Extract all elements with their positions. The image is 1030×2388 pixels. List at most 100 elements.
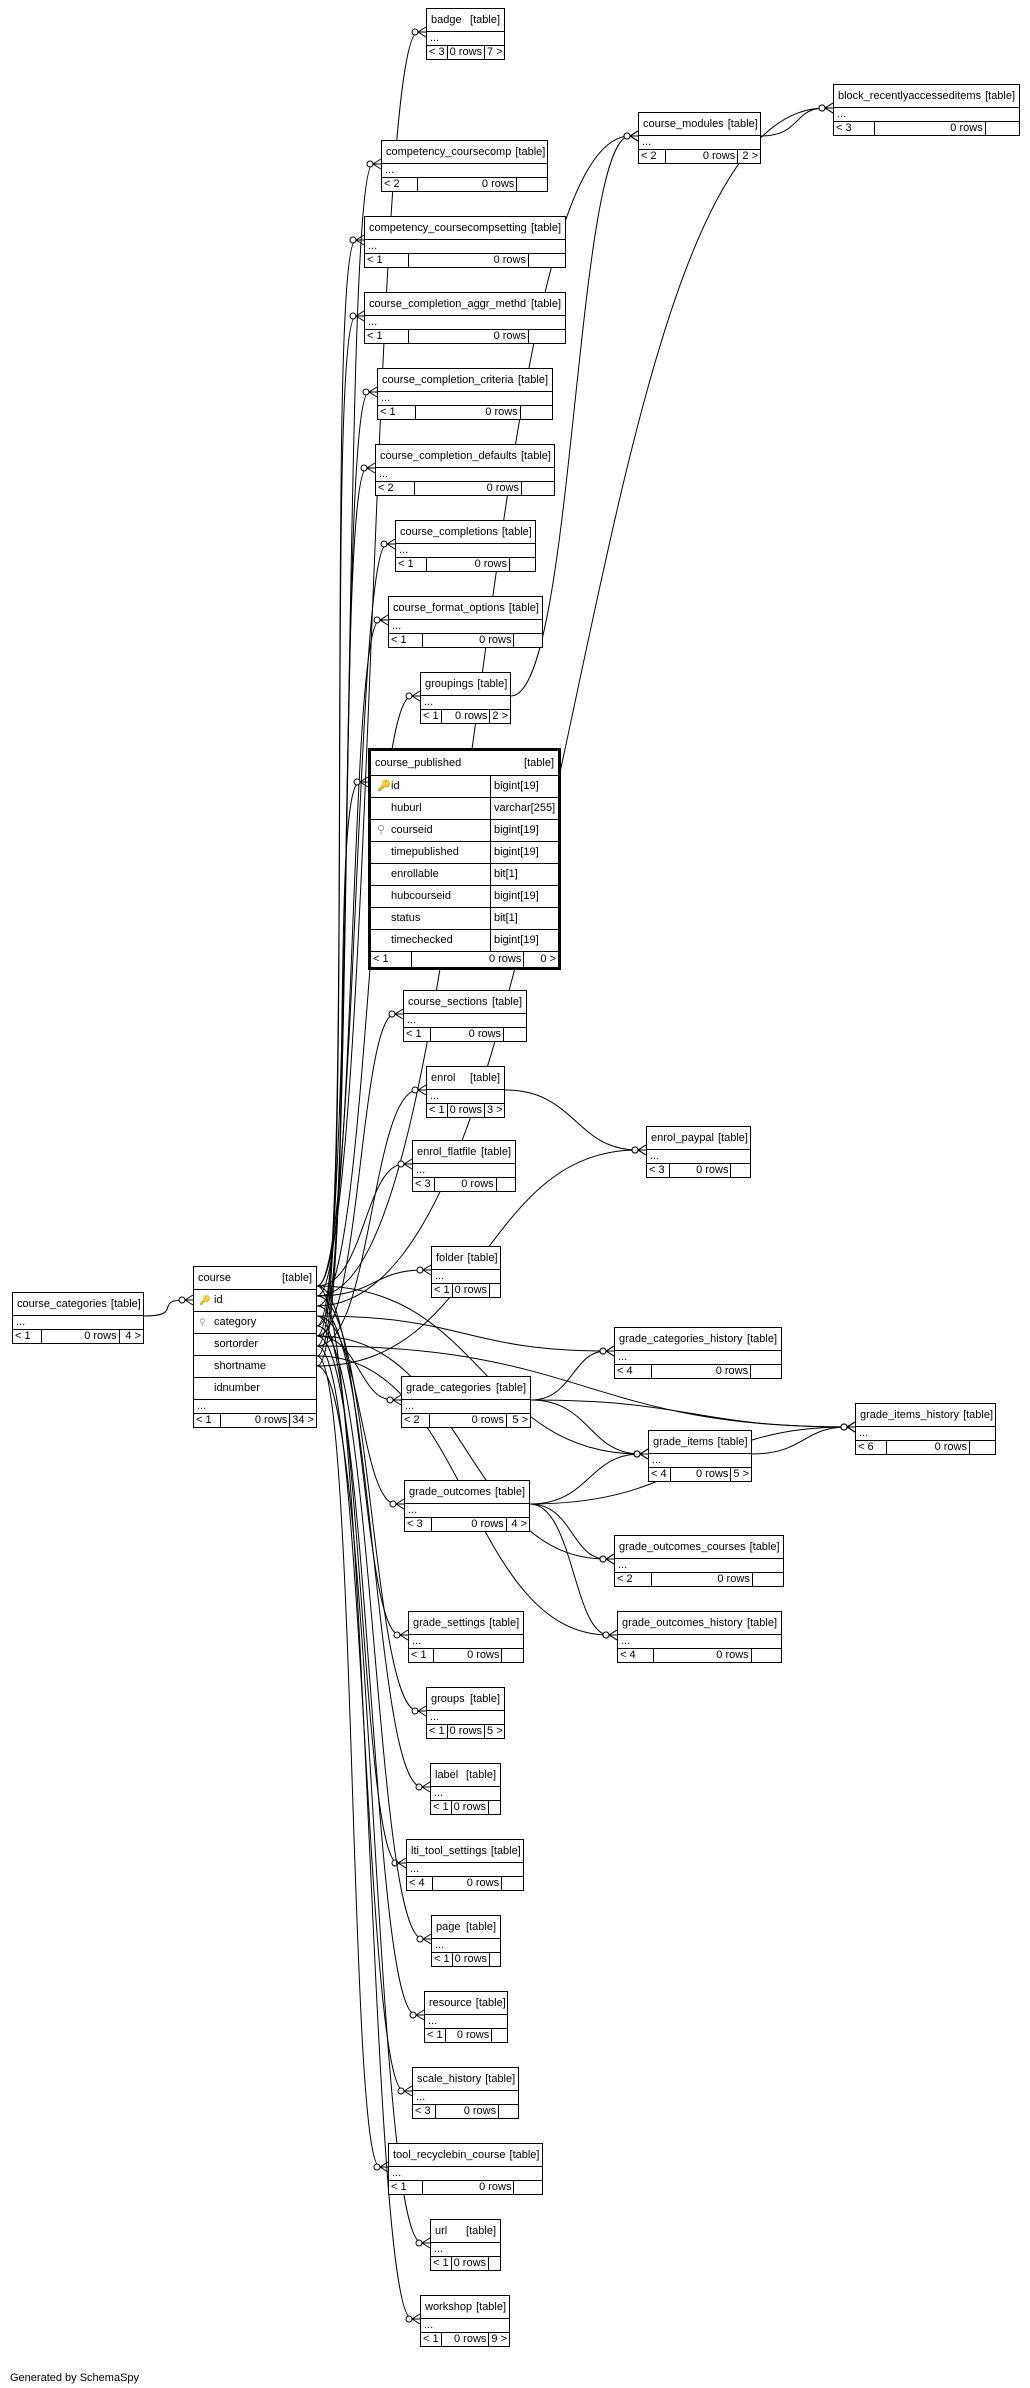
table-parent-count: < 2 bbox=[382, 178, 419, 191]
optional-marker bbox=[178, 1296, 186, 1304]
optional-marker bbox=[405, 692, 413, 700]
relationship-line bbox=[316, 1345, 405, 2092]
column-name: courseid bbox=[391, 824, 433, 836]
relationship-line bbox=[530, 1399, 641, 1455]
table-parent-count: < 1 bbox=[427, 1725, 448, 1738]
columns-ellipsis: ... bbox=[421, 696, 510, 710]
table-name: resource bbox=[429, 1997, 472, 2009]
table-kind: [table] bbox=[747, 1333, 777, 1345]
table-kind: [table] bbox=[481, 1146, 511, 1158]
table-name: tool_recyclebin_course bbox=[393, 2149, 506, 2161]
table-row-count: 0 rows bbox=[652, 1365, 752, 1378]
relationship-line bbox=[316, 1315, 607, 1352]
optional-marker bbox=[389, 1500, 397, 1508]
optional-marker bbox=[405, 2315, 413, 2323]
relationship-line bbox=[316, 1285, 413, 2320]
table-kind: [table] bbox=[749, 1541, 780, 1553]
table-header: enrol_flatfile[table] bbox=[413, 1141, 515, 1164]
relationship-line bbox=[316, 1295, 419, 1712]
column-name: id bbox=[391, 780, 400, 792]
relationship-line bbox=[316, 1269, 424, 1297]
crowsfoot-mark bbox=[415, 2014, 425, 2021]
table-course-completion-aggr-methd[interactable]: course_completion_aggr_methd[table]...< … bbox=[364, 292, 566, 344]
table-kind: [table] bbox=[466, 1921, 496, 1933]
columns-ellipsis: ... bbox=[649, 1454, 751, 1468]
table-child-count bbox=[510, 558, 535, 571]
table-header: course_format_options[table] bbox=[389, 597, 542, 620]
table-kind: [table] bbox=[985, 90, 1016, 102]
table-row-count: 0 rows bbox=[423, 634, 515, 647]
table-kind: [table] bbox=[501, 526, 532, 538]
table-parent-count: < 1 bbox=[409, 1649, 435, 1662]
table-header: grade_items_history[table] bbox=[856, 1404, 995, 1427]
table-child-count bbox=[499, 2105, 518, 2118]
table-child-count bbox=[752, 1649, 781, 1662]
crowsfoot-mark bbox=[417, 31, 427, 38]
crowsfoot-mark bbox=[359, 776, 369, 783]
table-row-count: 0 rows bbox=[433, 1877, 503, 1890]
relationship-line bbox=[751, 1426, 848, 1455]
table-row-count: 0 rows bbox=[436, 2105, 500, 2118]
foreign-key-icon: ⚲ bbox=[377, 824, 386, 836]
table-child-count: 5 > bbox=[512, 1414, 528, 1426]
crowsfoot-mark bbox=[421, 2242, 431, 2249]
table-name: enrol bbox=[431, 1072, 456, 1084]
table-row-count: 0 rows bbox=[412, 952, 525, 967]
optional-marker bbox=[416, 1935, 424, 1943]
table-child-count bbox=[753, 1573, 783, 1586]
optional-marker bbox=[362, 388, 370, 396]
table-block-recentlyaccesseditems[interactable]: block_recentlyaccesseditems[table]...< 3… bbox=[833, 84, 1020, 136]
crowsfoot-mark bbox=[355, 315, 365, 322]
crowsfoot-mark bbox=[411, 695, 421, 702]
table-header: grade_categories[table] bbox=[402, 1377, 530, 1400]
table-child-count: 34 > bbox=[292, 1414, 314, 1426]
table-competency-coursecompsetting[interactable]: competency_coursecompsetting[table]...< … bbox=[364, 216, 566, 268]
column-type: bigint[19] bbox=[490, 820, 558, 841]
